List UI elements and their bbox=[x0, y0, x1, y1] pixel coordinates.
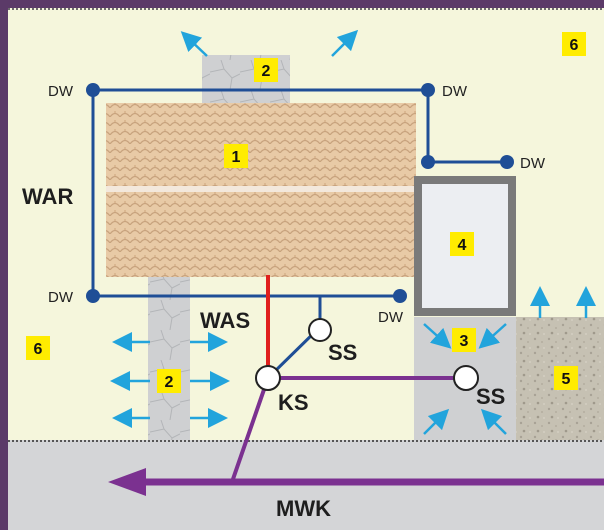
badge-shaft: 3 bbox=[452, 328, 476, 352]
badge-garden-right: 6 bbox=[562, 32, 586, 56]
drainage-arrows bbox=[110, 29, 596, 435]
dw-dot-right-mid-b bbox=[500, 155, 514, 169]
badge-garden-left: 6 bbox=[26, 336, 50, 360]
path-left bbox=[148, 276, 190, 440]
dw-label-bottom-left: DW bbox=[48, 289, 74, 306]
svg-text:3: 3 bbox=[460, 333, 469, 350]
ss-label-left: SS bbox=[328, 340, 357, 365]
dw-label-bottom-right: DW bbox=[378, 309, 404, 326]
svg-text:4: 4 bbox=[458, 237, 467, 254]
combined-pipes bbox=[140, 376, 604, 486]
svg-text:2: 2 bbox=[262, 63, 271, 80]
badge-roof: 1 bbox=[224, 144, 248, 168]
svg-text:6: 6 bbox=[570, 37, 579, 54]
war-label: WAR bbox=[22, 184, 73, 209]
dw-label-top-right: DW bbox=[442, 83, 468, 100]
downspout-dots bbox=[86, 83, 514, 303]
was-label: WAS bbox=[200, 308, 250, 333]
shaft-ks bbox=[255, 365, 281, 391]
dw-dot-top-left bbox=[86, 83, 100, 97]
badge-path-left: 2 bbox=[157, 369, 181, 393]
mwk-label: MWK bbox=[276, 496, 331, 521]
svg-text:1: 1 bbox=[232, 149, 241, 166]
ss-label-right: SS bbox=[476, 384, 505, 409]
dw-label-top-left: DW bbox=[48, 83, 74, 100]
sewer-flow-arrow bbox=[108, 468, 146, 496]
svg-text:5: 5 bbox=[562, 371, 571, 388]
dw-dot-right-mid-a bbox=[421, 155, 435, 169]
shaft-ss-left bbox=[308, 318, 332, 342]
dw-dot-bottom-left bbox=[86, 289, 100, 303]
dw-dot-top-right bbox=[421, 83, 435, 97]
badge-path-top: 2 bbox=[254, 58, 278, 82]
ks-label: KS bbox=[278, 390, 309, 415]
dw-dot-bottom-right bbox=[393, 289, 407, 303]
dw-label-right-mid: DW bbox=[520, 155, 546, 172]
svg-text:6: 6 bbox=[34, 341, 43, 358]
box-frame bbox=[414, 176, 516, 316]
badge-gravel: 5 bbox=[554, 366, 578, 390]
svg-text:2: 2 bbox=[165, 374, 174, 391]
roof-ridge bbox=[106, 186, 416, 192]
badge-box: 4 bbox=[450, 232, 474, 256]
shaft-ss-right bbox=[453, 365, 479, 391]
